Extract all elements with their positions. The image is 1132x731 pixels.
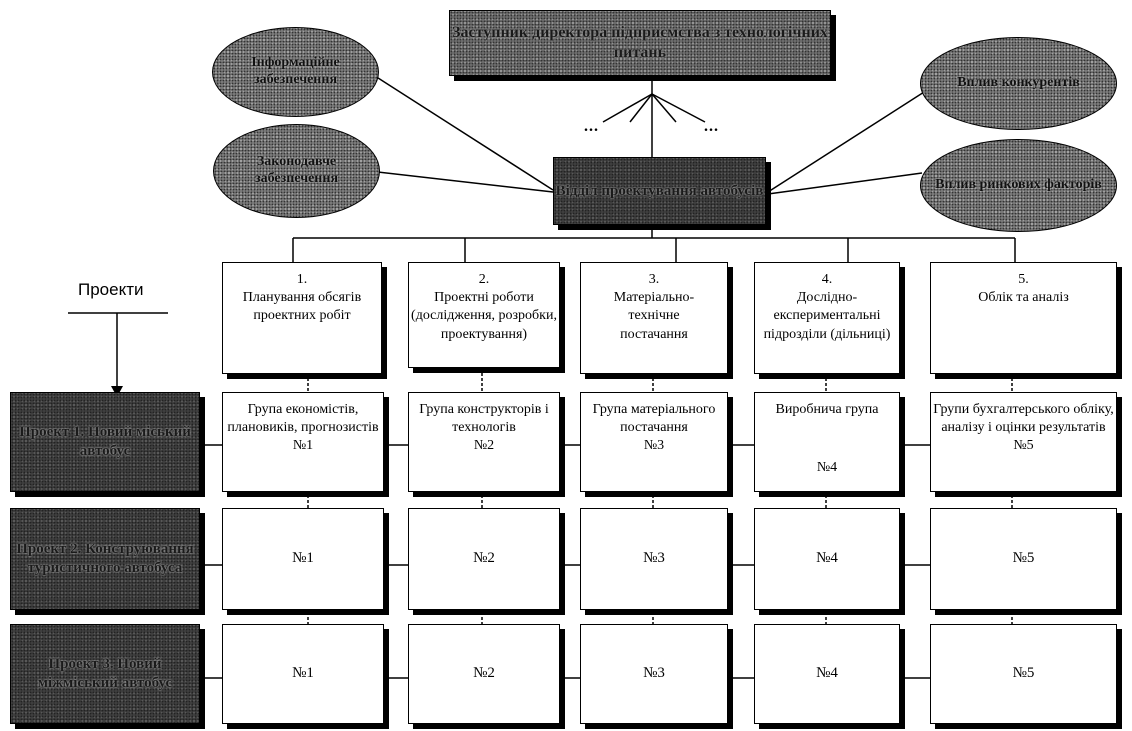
ellipse-legislative-support: Законодавче забезпечення [213,124,380,218]
dept-3-label: Матеріально-технічне постачання [613,290,695,342]
group-5-label: Групи бухгалтерського обліку, аналізу і … [933,402,1114,436]
director-box: Заступник директора підприємства з техно… [449,10,831,76]
project-box-2: Проект 2. Конструювання туристичного авт… [10,508,200,610]
dept-2-number: 2. [478,272,490,287]
row2-cell-3: №3 [580,508,728,610]
row3-cell-3: №3 [580,624,728,724]
group-box-4: Виробнича група №4 [754,392,900,492]
director-label: Заступник директора підприємства з техно… [452,24,828,61]
row2-cell-1: №1 [222,508,384,610]
row3-cell-2-label: №2 [473,665,495,682]
dept-5-number: 5. [1018,272,1029,287]
project-1-label: Проект 1. Новий міський автобус [19,424,191,459]
project-3-label: Проект 3. Новий міжміський автобус [37,656,173,691]
dept-2-label: Проектні роботи (дослідження, розробки, … [411,290,557,342]
row2-cell-2-label: №2 [473,550,495,567]
group-box-2: Група конструкторів і технологів №2 [408,392,560,492]
row3-cell-3-label: №3 [643,665,665,682]
row2-cell-2: №2 [408,508,560,610]
row2-cell-5-label: №5 [1012,550,1035,567]
group-4-number: №4 [816,459,838,475]
ellipse-competitor-influence: Вплив конкурентів [920,37,1117,130]
row2-cell-3-label: №3 [643,550,665,567]
dept-box-4: 4. Дослідно-експериментальні підрозділи … [754,262,900,374]
group-box-1: Група економістів, плановиків, прогнозис… [222,392,384,492]
group-2-label: Група конструкторів і технологів [419,402,549,436]
group-3-label: Група матеріального постачання [592,402,716,436]
department-box: Відділ проектування автобусів [553,157,766,225]
ellipse-info-support: Інформаційне забезпечення [212,27,379,117]
arrow-head [111,386,123,397]
row2-cell-4: №4 [754,508,900,610]
group-5-number: №5 [1013,438,1034,454]
info-support-label: Інформаційне забезпечення [251,55,340,87]
group-1-label: Група економістів, плановиків, прогнозис… [227,402,379,436]
dept-box-5: 5. Облік та аналіз [930,262,1117,374]
dept-box-3: 3. Матеріально-технічне постачання [580,262,728,374]
legislative-support-label: Законодавче забезпечення [254,154,339,186]
dept-1-number: 1. [296,272,308,287]
market-factors-label: Вплив ринкових факторів [935,177,1102,193]
projects-label: Проекти [78,280,144,299]
group-box-5: Групи бухгалтерського обліку, аналізу і … [930,392,1117,492]
group-box-3: Група матеріального постачання №3 [580,392,728,492]
dept-3-number: 3. [648,272,660,287]
row3-cell-5-label: №5 [1012,665,1035,682]
dept-4-number: 4. [821,272,833,287]
dept-box-1: 1. Планування обсягів проектних робіт [222,262,382,374]
dept-box-2: 2. Проектні роботи (дослідження, розробк… [408,262,560,368]
ellipse-market-factors: Вплив ринкових факторів [920,139,1117,232]
row2-cell-1-label: №1 [292,550,314,567]
row3-cell-4-label: №4 [816,665,838,682]
project-box-1: Проект 1. Новий міський автобус [10,392,200,492]
row3-cell-5: №5 [930,624,1117,724]
row2-cell-4-label: №4 [816,550,838,567]
project-box-3: Проект 3. Новий міжміський автобус [10,624,200,724]
row3-cell-1: №1 [222,624,384,724]
project-2-label: Проект 2. Конструювання туристичного авт… [16,541,194,576]
group-2-number: №2 [473,438,495,454]
row3-cell-4: №4 [754,624,900,724]
dept-4-label: Дослідно-експериментальні підрозділи (ді… [763,290,891,342]
group-1-number: №1 [292,438,314,454]
ellipsis-right: ... [704,118,719,135]
row2-cell-5: №5 [930,508,1117,610]
department-label: Відділ проектування автобусів [555,182,764,199]
dept-1-label: Планування обсягів проектних робіт [242,290,362,324]
competitor-influence-label: Вплив конкурентів [957,75,1080,91]
ellipsis-left: ... [584,118,599,135]
dept-5-label: Облік та аналіз [978,290,1069,306]
group-4-label: Виробнича група [775,402,879,417]
row3-cell-1-label: №1 [292,665,314,682]
group-3-number: №3 [643,438,665,454]
row3-cell-2: №2 [408,624,560,724]
